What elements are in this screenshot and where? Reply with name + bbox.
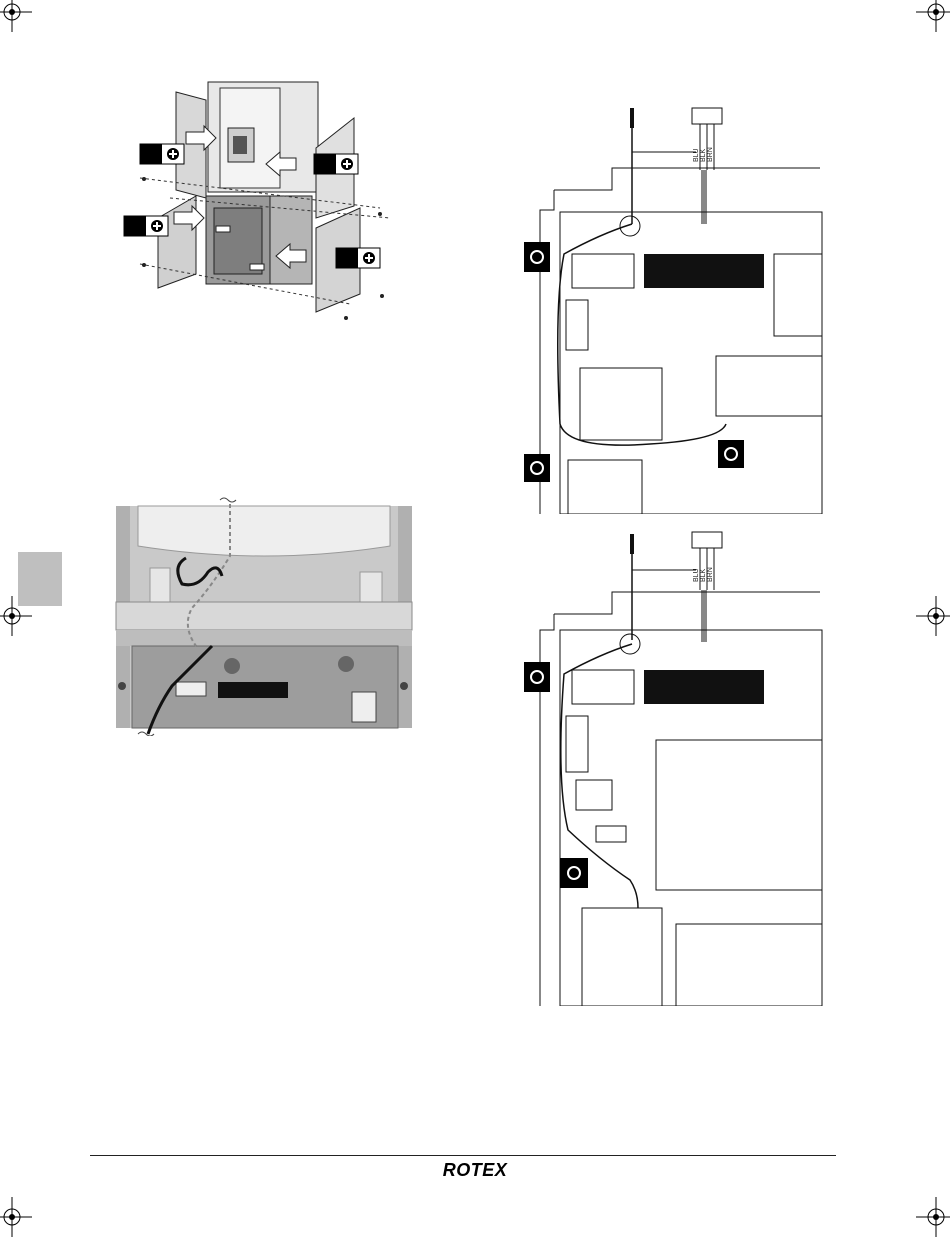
screw-plus-icon bbox=[124, 216, 168, 236]
figure-panel-removal bbox=[120, 78, 400, 328]
screw-plus-icon bbox=[140, 144, 184, 164]
registration-mark-icon bbox=[916, 1197, 950, 1237]
wire-label-blu: BLU bbox=[693, 568, 700, 582]
rotex-logo: ROTEX bbox=[430, 1160, 520, 1181]
registration-mark-icon bbox=[0, 1197, 32, 1237]
wire-label-blk: BLK bbox=[700, 568, 707, 582]
cable-tie-icon bbox=[718, 440, 744, 468]
footer-rule bbox=[90, 1155, 836, 1156]
chapter-side-tab bbox=[18, 552, 62, 606]
registration-mark-icon bbox=[0, 0, 32, 32]
screw-plus-icon bbox=[314, 154, 358, 174]
cable-tie-icon bbox=[560, 858, 588, 888]
wire-label-blk: BLK bbox=[700, 148, 707, 162]
wire-label-brn: BRN bbox=[707, 147, 714, 162]
registration-mark-icon bbox=[916, 596, 950, 636]
figure-cable-routing bbox=[112, 496, 417, 736]
screw-plus-icon bbox=[336, 248, 380, 268]
wire-label-brn: BRN bbox=[707, 567, 714, 582]
registration-mark-icon bbox=[916, 0, 950, 32]
wire-label-blu: BLU bbox=[693, 148, 700, 162]
cable-tie-icon bbox=[524, 242, 550, 272]
cable-tie-icon bbox=[524, 454, 550, 482]
figure-wiring-diagram-bottom: BLU BLK BRN bbox=[520, 530, 830, 1006]
figure-wiring-diagram-top: BLU BLK BRN bbox=[520, 104, 830, 514]
cable-tie-icon bbox=[524, 662, 550, 692]
